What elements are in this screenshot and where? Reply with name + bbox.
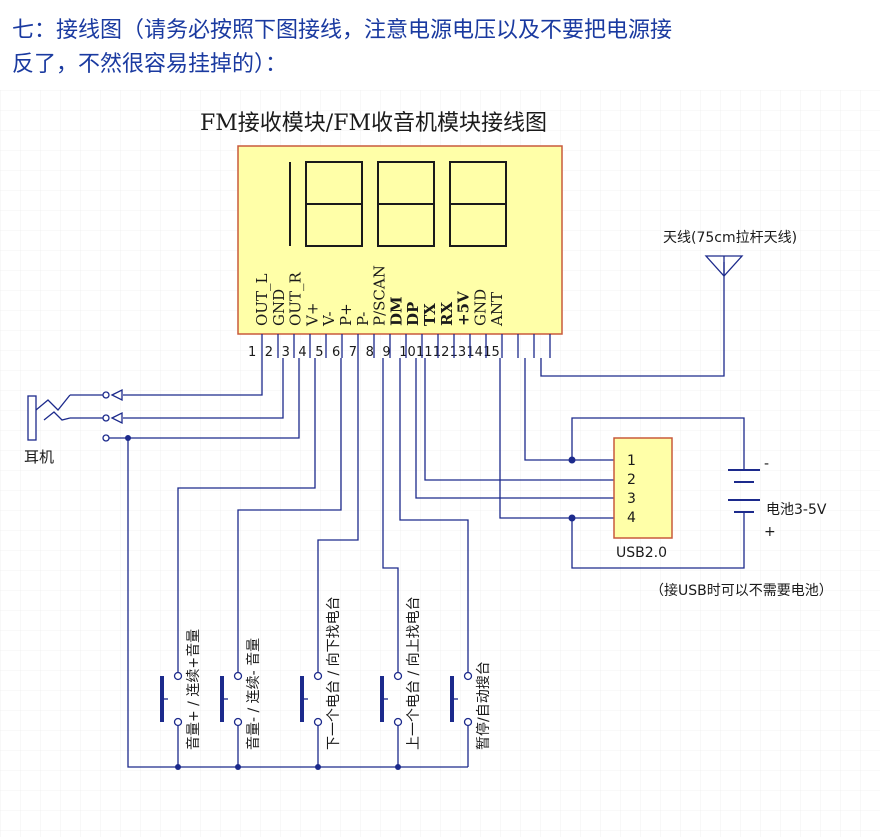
pin-label-14: GND (471, 289, 489, 326)
push-button-5: 暂停/自动搜台 (450, 661, 492, 750)
push-button-3: 下一个电台 / 向下找电台 (300, 596, 342, 750)
pin-label-12: RX (438, 302, 456, 326)
usb-pin-2: 2 (627, 472, 636, 488)
pin-number-11: 11 (416, 345, 433, 360)
pin-label-7: P- (354, 312, 372, 326)
usb-label: USB2.0 (616, 545, 667, 561)
pin-labels: OUT_LGNDOUT_RV+V-P+P-P/SCANDMDPTXRX+5VGN… (253, 265, 506, 327)
button-label-5: 暂停/自动搜台 (475, 661, 492, 750)
pin-number-8: 8 (366, 345, 374, 360)
push-button-1: 音量+ / 连续+音量 (160, 629, 202, 750)
pin-label-9: DM (387, 296, 405, 326)
wires (103, 262, 745, 768)
button-label-1: 音量+ / 连续+音量 (185, 629, 202, 750)
pin-number-9: 9 (382, 345, 390, 360)
pin-label-15: ANT (488, 292, 506, 327)
button-label-2: 音量- / 连续- 音量 (245, 638, 262, 750)
antenna-label: 天线(75cm拉杆天线) (663, 230, 797, 246)
heading-line-2: 反了，不然很容易挂掉的）： (12, 52, 288, 77)
junction-dots (125, 435, 576, 770)
page-heading: 七：接线图（请务必按照下图接线，注意电源电压以及不要把电源接 反了，不然很容易挂… (12, 14, 872, 82)
usb-connector (613, 437, 673, 539)
battery-symbol (728, 469, 760, 513)
earphone-jack (27, 388, 123, 442)
pin-label-1: OUT_L (253, 274, 271, 326)
pin-number-14: 14 (466, 345, 483, 360)
button-label-3: 下一个电台 / 向下找电台 (326, 596, 342, 750)
pin-number-15: 15 (483, 345, 500, 360)
pin-number-1: 1 (248, 345, 256, 360)
pin-label-5: V- (320, 311, 338, 327)
pin-label-10: DP (404, 302, 422, 326)
pin-label-3: OUT_R (287, 272, 305, 326)
push-button-4: 上一个电台 / 向上找电台 (380, 596, 422, 750)
button-label-4: 上一个电台 / 向上找电台 (406, 596, 422, 750)
pin-number-2: 2 (265, 345, 273, 360)
usb-pin-1: 1 (627, 453, 636, 469)
wiring-diagram: FM接收模块/FM收音机模块接线图 OUT_LGNDOUT_RV+V-P+P-P… (0, 90, 880, 837)
pin-label-6: P+ (337, 303, 355, 326)
push-button-2: 音量- / 连续- 音量 (220, 638, 262, 750)
seven-segment-display (289, 161, 507, 247)
battery-plus-label: + (764, 524, 776, 540)
battery-label: 电池3-5V (766, 502, 827, 518)
battery-minus-label: - (764, 456, 769, 472)
pin-label-4: V+ (303, 303, 321, 327)
pin-number-10: 10 (399, 345, 416, 360)
diagram-title: FM接收模块/FM收音机模块接线图 (200, 111, 547, 136)
usb-pin-3: 3 (627, 491, 636, 507)
heading-line-1: 七：接线图（请务必按照下图接线，注意电源电压以及不要把电源接 (12, 18, 673, 43)
pin-number-4: 4 (298, 345, 306, 360)
pin-number-5: 5 (315, 345, 323, 360)
antenna-symbol (704, 255, 744, 277)
usb-pin-numbers: 1 2 3 4 (627, 453, 636, 526)
earphone-label: 耳机 (24, 448, 54, 466)
fm-module (237, 145, 563, 335)
pin-label-8: P/SCAN (371, 265, 389, 326)
push-buttons: 音量+ / 连续+音量 音量- / 连续- 音量 下一个电台 / 向下找电台 上一个电… (160, 596, 492, 750)
usb-note: （接USB时可以不需要电池） (650, 582, 833, 599)
pin-label-11: TX (421, 303, 439, 326)
pin-label-2: GND (270, 289, 288, 326)
pin-number-6: 6 (332, 345, 340, 360)
pin-label-13: +5V (455, 291, 473, 326)
pin-number-13: 13 (450, 345, 467, 360)
pin-number-12: 12 (433, 345, 450, 360)
pin-number-7: 7 (349, 345, 357, 360)
pin-number-3: 3 (282, 345, 290, 360)
usb-pin-4: 4 (627, 510, 636, 526)
